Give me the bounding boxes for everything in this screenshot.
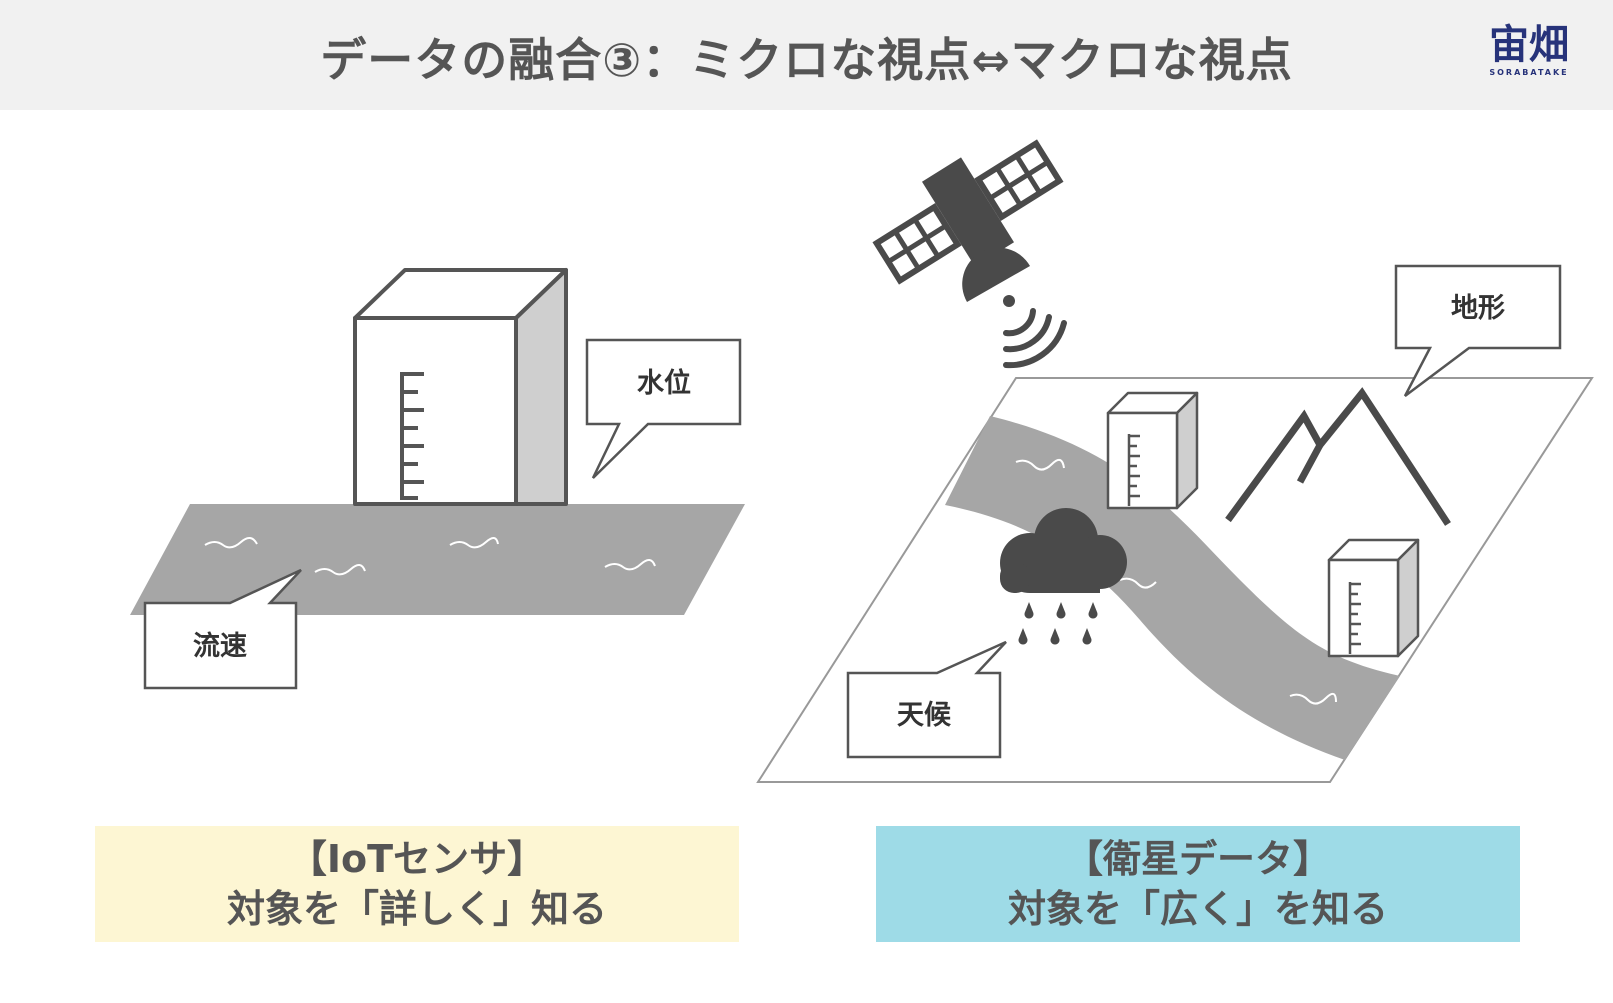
satellite-dish [962,247,1030,302]
callout-terrain-bubble [1394,264,1562,397]
gauge-scale-icon [400,372,424,500]
iot-sensor-scene: 水位 流速 [130,268,745,690]
sensor-building-small-2 [1327,538,1420,658]
iot-caption-line1: 【IoTセンサ】 [288,837,546,881]
iot-sensor-caption-box: 【IoTセンサ】 対象を「詳しく」知る [95,826,739,942]
satellite-caption-line1: 【衛星データ】 [1064,837,1331,881]
callout-water-level-bubble [585,338,742,479]
sensor-building-small-1 [1106,391,1199,510]
rain-cloud-icon [1000,508,1127,645]
iot-caption-line2: 対象を「詳しく」知る [226,887,607,931]
signal-waves-icon [1003,308,1067,369]
logo-subtitle: SORABATAKE [1489,68,1569,77]
sorabatake-logo: 宙畑 SORABATAKE [1474,22,1584,86]
river-slab [130,504,745,615]
satellite-caption-line2: 対象を「広く」を知る [1007,887,1388,931]
callout-flow-speed-label: 流速 [193,631,247,662]
satellite-caption-box: 【衛星データ】 対象を「広く」を知る [876,826,1520,942]
sensor-building [353,268,568,506]
callout-weather-label: 天候 [897,700,952,731]
satellite-scene: 地形 天候 [756,139,1594,783]
river-band [945,416,1400,760]
building-front [353,316,518,506]
callout-water-level-label: 水位 [637,367,691,399]
ripple-marks [204,537,656,576]
callout-flow-speed-bubble [143,568,302,690]
callout-weather-bubble [846,640,1007,759]
satellite-icon [872,139,1067,369]
signal-source [1003,295,1015,307]
logo-mark: 宙畑 [1489,22,1569,68]
page-title: データの融合③：ミクロな視点⇔マクロな視点 [320,33,1293,87]
header-bar [0,0,1613,110]
callout-terrain-label: 地形 [1451,293,1505,324]
river-ripple-marks [1015,458,1337,705]
